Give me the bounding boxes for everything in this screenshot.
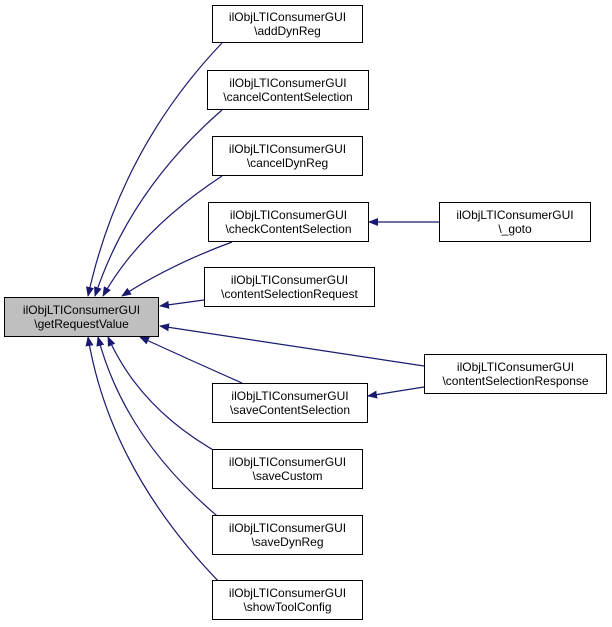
node-method-label: \contentSelectionRequest: [221, 287, 358, 301]
edge-addDynReg-to-getRequestValue: [86, 42, 223, 297]
node-method-label: \addDynReg: [254, 24, 321, 38]
node-method-label: \showToolConfig: [243, 600, 332, 614]
edge-saveContentSelection-to-getRequestValue: [139, 336, 243, 384]
node-class-label: ilObjLTIConsumerGUI: [228, 142, 347, 156]
node-contentSelectionResponse[interactable]: ilObjLTIConsumerGUI \contentSelectionRes…: [424, 354, 607, 394]
node-class-label: ilObjLTIConsumerGUI: [228, 455, 347, 469]
node-class-label: ilObjLTIConsumerGUI: [228, 10, 347, 24]
edge-showToolConfig-to-getRequestValue: [85, 336, 223, 586]
node-method-label: \saveCustom: [252, 469, 323, 483]
node-checkContentSelection[interactable]: ilObjLTIConsumerGUI \checkContentSelecti…: [208, 202, 369, 242]
node-class-label: ilObjLTIConsumerGUI: [231, 389, 349, 403]
node-class-label: ilObjLTIConsumerGUI: [228, 521, 347, 535]
node-goto[interactable]: ilObjLTIConsumerGUI \_goto: [439, 202, 591, 242]
node-class-label: ilObjLTIConsumerGUI: [229, 76, 347, 90]
node-addDynReg[interactable]: ilObjLTIConsumerGUI \addDynReg: [212, 5, 363, 43]
node-class-label: ilObjLTIConsumerGUI: [22, 303, 141, 317]
node-method-label: \_goto: [498, 222, 532, 236]
edge-checkContentSelection-to-getRequestValue: [121, 241, 233, 297]
node-cancelDynReg[interactable]: ilObjLTIConsumerGUI \cancelDynReg: [212, 136, 363, 176]
edge-cancelContentSelection-to-getRequestValue: [94, 109, 223, 297]
node-class-label: ilObjLTIConsumerGUI: [456, 208, 574, 222]
node-showToolConfig[interactable]: ilObjLTIConsumerGUI \showToolConfig: [212, 580, 363, 620]
node-method-label: \checkContentSelection: [225, 222, 352, 236]
node-getRequestValue[interactable]: ilObjLTIConsumerGUI \getRequestValue: [4, 297, 159, 337]
node-method-label: \contentSelectionResponse: [442, 374, 589, 388]
edge-contentSelectionRequest-to-getRequestValue: [159, 299, 205, 309]
node-method-label: \saveContentSelection: [229, 403, 351, 417]
node-class-label: ilObjLTIConsumerGUI: [456, 360, 575, 374]
edge-contentSelectionResponse-to-getRequestValue: [159, 323, 425, 367]
node-method-label: \getRequestValue: [34, 317, 129, 331]
edge-saveCustom-to-getRequestValue: [107, 336, 223, 456]
node-class-label: ilObjLTIConsumerGUI: [229, 208, 348, 222]
node-method-label: \cancelDynReg: [246, 156, 329, 170]
node-saveDynReg[interactable]: ilObjLTIConsumerGUI \saveDynReg: [212, 515, 363, 555]
node-class-label: ilObjLTIConsumerGUI: [228, 586, 347, 600]
node-saveCustom[interactable]: ilObjLTIConsumerGUI \saveCustom: [212, 449, 363, 489]
node-class-label: ilObjLTIConsumerGUI: [230, 273, 349, 287]
node-contentSelectionRequest[interactable]: ilObjLTIConsumerGUI \contentSelectionReq…: [204, 267, 375, 307]
edge-cancelDynReg-to-getRequestValue: [102, 175, 223, 297]
edge-contentSelectionResponse-to-saveContentSelection: [367, 386, 425, 399]
node-saveContentSelection[interactable]: ilObjLTIConsumerGUI \saveContentSelectio…: [212, 383, 368, 423]
node-cancelContentSelection[interactable]: ilObjLTIConsumerGUI \cancelContentSelect…: [207, 70, 369, 110]
edge-saveDynReg-to-getRequestValue: [96, 336, 223, 521]
node-method-label: \cancelContentSelection: [223, 90, 353, 104]
node-method-label: \saveDynReg: [251, 535, 324, 549]
